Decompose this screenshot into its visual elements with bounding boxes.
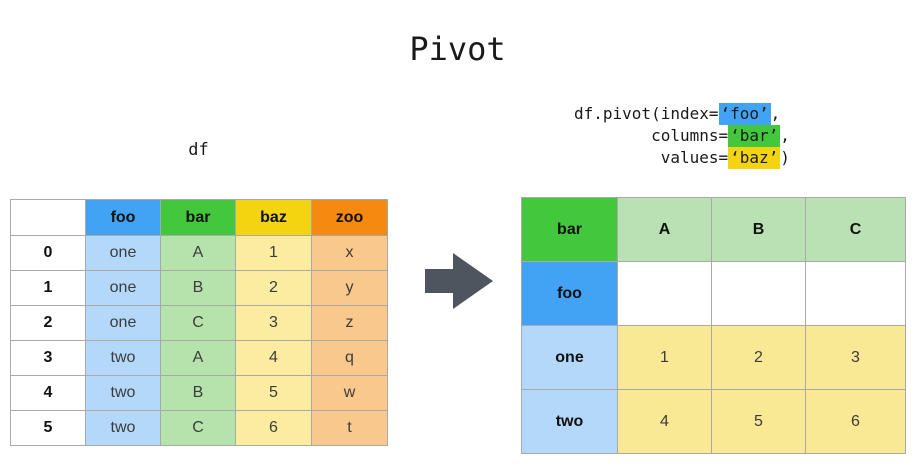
pivot-col-header: B xyxy=(711,197,806,262)
df-cell: B xyxy=(160,375,236,411)
df-row: 1 one B 2 y xyxy=(10,270,388,306)
df-cell: 1 xyxy=(235,235,312,271)
pivot-index-label: foo xyxy=(521,261,618,326)
df-cell: z xyxy=(311,305,388,341)
df-row-index: 3 xyxy=(10,340,86,376)
pivot-empty-cell xyxy=(711,261,806,326)
df-cell: C xyxy=(160,305,236,341)
df-cell: A xyxy=(160,340,236,376)
code-highlight-foo: ‘foo’ xyxy=(718,103,771,125)
df-cell: w xyxy=(311,375,388,411)
code-text: df.pivot(index= xyxy=(574,104,719,123)
df-col-header-baz: baz xyxy=(235,199,312,236)
df-cell: 2 xyxy=(235,270,312,306)
df-row: 3 two A 4 q xyxy=(10,340,388,376)
df-col-header-zoo: zoo xyxy=(311,199,388,236)
pivot-col-header: C xyxy=(805,197,906,262)
df-row-index: 2 xyxy=(10,305,86,341)
df-label: df xyxy=(188,140,209,160)
pivot-code-snippet: df.pivot(index=‘foo’, columns=‘bar’, val… xyxy=(574,103,790,169)
df-cell: 5 xyxy=(235,375,312,411)
pivot-corner-bar: bar xyxy=(521,197,618,262)
df-cell: A xyxy=(160,235,236,271)
df-cell: q xyxy=(311,340,388,376)
df-row: 5 two C 6 t xyxy=(10,410,388,446)
df-cell: B xyxy=(160,270,236,306)
df-cell: t xyxy=(311,410,388,446)
pivot-index-row: foo xyxy=(521,261,906,326)
pivot-value-cell: 3 xyxy=(805,325,906,390)
pivot-result-table: bar A B C foo one 1 2 3 two 4 5 6 xyxy=(521,197,906,454)
code-text: , xyxy=(770,104,781,123)
code-highlight-baz: ‘baz’ xyxy=(728,147,781,169)
df-cell: 3 xyxy=(235,305,312,341)
code-line: values=‘baz’) xyxy=(574,147,790,169)
df-row: 2 one C 3 z xyxy=(10,305,388,341)
pivot-value-cell: 5 xyxy=(711,389,806,454)
pivot-header-row: bar A B C xyxy=(521,197,906,262)
df-cell: C xyxy=(160,410,236,446)
df-cell: two xyxy=(85,375,161,411)
df-cell: x xyxy=(311,235,388,271)
df-table: foo bar baz zoo 0 one A 1 x 1 one B 2 y … xyxy=(10,199,388,446)
pivot-row-label: two xyxy=(521,389,618,454)
df-cell: two xyxy=(85,410,161,446)
page-title: Pivot xyxy=(409,30,506,68)
df-cell: 4 xyxy=(235,340,312,376)
code-highlight-bar: ‘bar’ xyxy=(728,125,781,147)
df-cell: one xyxy=(85,270,161,306)
pivot-value-cell: 2 xyxy=(711,325,806,390)
code-line: df.pivot(index=‘foo’, xyxy=(574,103,790,125)
df-row: 4 two B 5 w xyxy=(10,375,388,411)
df-header-row: foo bar baz zoo xyxy=(10,199,388,236)
df-row-index: 4 xyxy=(10,375,86,411)
df-corner-blank xyxy=(10,199,86,236)
df-col-header-foo: foo xyxy=(85,199,161,236)
code-line: columns=‘bar’, xyxy=(574,125,790,147)
pivot-empty-cell xyxy=(805,261,906,326)
pivot-row-label: one xyxy=(521,325,618,390)
df-cell: one xyxy=(85,305,161,341)
df-col-header-bar: bar xyxy=(160,199,236,236)
code-text: columns= xyxy=(574,126,729,145)
pivot-value-cell: 1 xyxy=(617,325,712,390)
code-text: ) xyxy=(780,148,790,167)
arrow-right-icon xyxy=(425,253,493,309)
df-cell: y xyxy=(311,270,388,306)
pivot-value-cell: 4 xyxy=(617,389,712,454)
df-cell: 6 xyxy=(235,410,312,446)
pivot-row: one 1 2 3 xyxy=(521,325,906,390)
df-cell: two xyxy=(85,340,161,376)
pivot-row: two 4 5 6 xyxy=(521,389,906,454)
df-cell: one xyxy=(85,235,161,271)
df-row-index: 5 xyxy=(10,410,86,446)
df-row-index: 0 xyxy=(10,235,86,271)
pivot-col-header: A xyxy=(617,197,712,262)
df-row: 0 one A 1 x xyxy=(10,235,388,271)
pivot-empty-cell xyxy=(617,261,712,326)
df-row-index: 1 xyxy=(10,270,86,306)
code-text: values= xyxy=(574,148,729,167)
pivot-value-cell: 6 xyxy=(805,389,906,454)
code-text: , xyxy=(780,126,790,145)
